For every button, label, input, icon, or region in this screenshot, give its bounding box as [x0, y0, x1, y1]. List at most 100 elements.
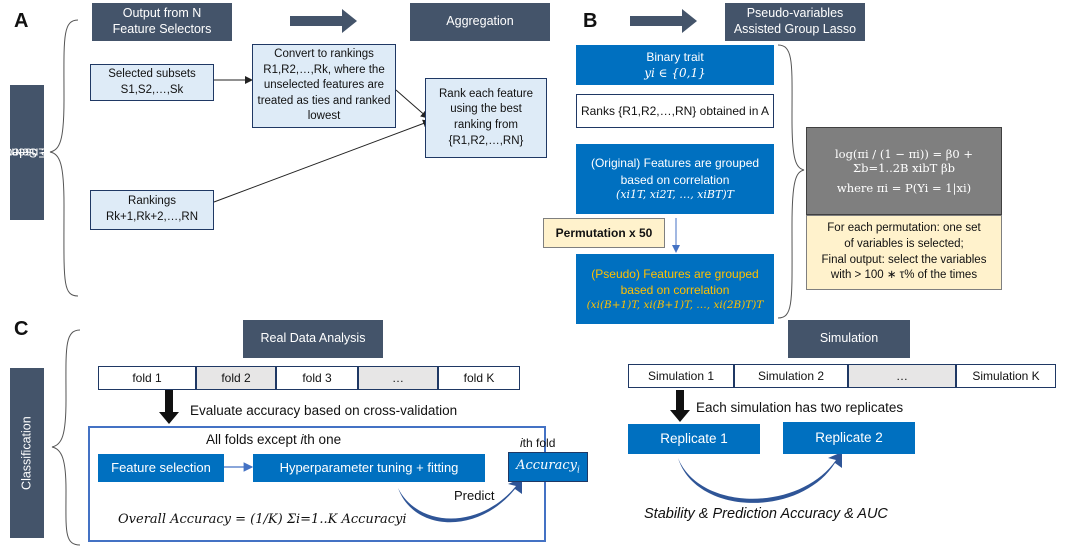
predict-text: Predict	[454, 488, 495, 503]
output-from-n-header: Output from N Feature Selectors	[92, 3, 232, 41]
output-header-line1: Output from N	[122, 6, 202, 21]
sim-label: Simulation K	[972, 369, 1040, 383]
real-data-header-text: Real Data Analysis	[260, 331, 366, 346]
binary-trait-box: Binary trait yi ∈ {0,1}	[576, 45, 774, 85]
fold-cell-2: fold 2	[196, 366, 276, 390]
original-features-box: (Original) Features are grouped based on…	[576, 144, 774, 214]
aggregation-header-text: Aggregation	[446, 14, 514, 29]
replicate-2-box: Replicate 2	[783, 422, 915, 454]
logistic-formula-box: log(πi / (1 − πi)) = β0 + Σb=1..2B xibT …	[806, 127, 1002, 215]
note-line2: of variables is selected;	[844, 237, 964, 250]
ensemble-feature-selection-label: EnsembleFeature Selection	[0, 85, 84, 220]
fold-cell-3: fold 3	[276, 366, 358, 390]
each-simulation-text: Each simulation has two replicates	[696, 400, 904, 415]
header-arrow-a	[290, 9, 357, 33]
pseudo-line1: (Pseudo) Features are grouped	[591, 266, 759, 281]
ranks-text: Ranks {R1,R2,…,RN} obtained in A	[580, 104, 770, 118]
accuracy-i-text: Accuracy	[516, 458, 578, 474]
replicate-curve-arrow	[678, 452, 842, 503]
convert-text: Convert to rankings R1,R2,…,Rk, where th…	[257, 48, 391, 123]
sim-label: Simulation 2	[757, 369, 825, 383]
sim-cell-1: Simulation 1	[628, 364, 734, 388]
simulation-header-text: Simulation	[819, 331, 879, 346]
fold-label: fold 2	[221, 371, 251, 385]
binary-trait-line1: Binary trait	[646, 49, 704, 64]
accuracy-i-box: Accuracyi	[508, 452, 588, 482]
pseudo-header-line1: Pseudo-variables	[746, 6, 844, 21]
stability-text: Stability & Prediction Accuracy & AUC	[644, 506, 888, 522]
pseudo-variables-header: Pseudo-variables Assisted Group Lasso	[725, 3, 865, 41]
all-folds-i: i	[300, 432, 304, 447]
feature-selection-text: Feature selection	[111, 460, 211, 476]
fold-label: fold 1	[132, 371, 162, 385]
down-arrow-sim	[670, 390, 690, 422]
fold-cell-ellipsis: …	[358, 366, 438, 390]
ith-fold-i: i	[520, 436, 523, 450]
fold-label: fold K	[463, 371, 495, 385]
brace-b	[777, 44, 805, 319]
permutation-note-box: For each permutation: one set of variabl…	[806, 215, 1002, 290]
note-line3: Final output: select the variables	[821, 253, 987, 266]
rankings-line1: Rankings	[128, 195, 176, 208]
note-line1: For each permutation: one set	[827, 222, 981, 235]
feature-selection-box: Feature selection	[98, 454, 224, 482]
overall-accuracy-formula: Overall Accuracy = (1/K) Σi=1..K Accurac…	[118, 512, 407, 527]
selected-subsets-line1: Selected subsets	[108, 67, 196, 80]
sim-cell-2: Simulation 2	[734, 364, 848, 388]
real-data-analysis-header: Real Data Analysis	[243, 320, 383, 358]
rank-each-feature-box: Rank each feature using the best ranking…	[425, 78, 547, 158]
fold-label: …	[392, 371, 404, 385]
output-header-line2: Feature Selectors	[112, 22, 212, 36]
panel-letter-b: B	[583, 10, 598, 32]
formula-line1: log(πi / (1 − πi)) = β0 + Σb=1..2B xibT …	[834, 147, 974, 175]
ranks-obtained-box: Ranks {R1,R2,…,RN} obtained in A	[576, 94, 774, 128]
pseudo-features-box: (Pseudo) Features are grouped based on c…	[576, 254, 774, 324]
pseudo-line2: based on correlation	[620, 282, 730, 297]
all-folds-text: All folds except ith one	[206, 432, 341, 447]
binary-trait-line2: yi ∈ {0,1}	[644, 66, 706, 80]
sim-cell-ellipsis: …	[848, 364, 956, 388]
ith-fold-suffix: th fold	[522, 436, 556, 450]
brace-a	[49, 19, 79, 297]
panel-letter-c: C	[14, 318, 29, 340]
ith-fold-text: ith fold	[520, 436, 555, 450]
classification-label: Classification	[10, 368, 44, 538]
replicate-2-text: Replicate 2	[815, 429, 883, 445]
pseudo-header-line2: Assisted Group Lasso	[733, 22, 857, 36]
hyperparameter-tuning-box: Hyperparameter tuning + fitting	[253, 454, 485, 482]
convert-to-rankings-box: Convert to rankings R1,R2,…,Rk, where th…	[252, 44, 396, 128]
selected-subsets-line2: S1,S2,…,Sk	[120, 83, 184, 96]
formula-line2: where πi = P(Yi = 1|xi)	[836, 181, 972, 195]
hyper-tuning-text: Hyperparameter tuning + fitting	[279, 460, 459, 476]
panel-letter-a: A	[14, 10, 29, 32]
replicate-1-text: Replicate 1	[660, 430, 728, 446]
rankings-box: Rankings Rk+1,Rk+2,…,RN	[90, 190, 214, 230]
fold-label: fold 3	[302, 371, 332, 385]
fold-cell-1: fold 1	[98, 366, 196, 390]
replicate-1-box: Replicate 1	[628, 424, 760, 454]
rank-each-text: Rank each feature using the best ranking…	[439, 87, 533, 147]
down-arrow-real	[159, 390, 179, 424]
aggregation-header: Aggregation	[410, 3, 550, 41]
permutation-box: Permutation x 50	[543, 218, 665, 248]
pseudo-math: (xi(B+1)T, xi(B+1)T, …, xi(2B)T)T	[586, 299, 764, 312]
evaluate-accuracy-text: Evaluate accuracy based on cross-validat…	[190, 403, 458, 418]
selected-subsets-box: Selected subsets S1,S2,…,Sk	[90, 64, 214, 101]
cross-validation-frame	[88, 426, 546, 542]
original-line1: (Original) Features are grouped	[590, 156, 760, 171]
rankings-line2: Rk+1,Rk+2,…,RN	[105, 211, 199, 223]
header-arrow-b	[630, 9, 697, 33]
sim-label: Simulation 1	[647, 369, 715, 383]
sim-label: …	[896, 369, 908, 383]
simulation-header: Simulation	[788, 320, 910, 358]
original-math: (xi1T, xi2T, …, xiBT)T	[616, 187, 734, 201]
brace-c	[51, 329, 81, 546]
original-line2: based on correlation	[620, 172, 730, 187]
all-folds-suffix: th one	[303, 432, 342, 447]
permutation-text: Permutation x 50	[555, 226, 653, 240]
fold-cell-k: fold K	[438, 366, 520, 390]
sim-cell-k: Simulation K	[956, 364, 1056, 388]
all-folds-prefix: All folds except	[206, 432, 301, 447]
note-line4: with > 100 ∗ τ% of the times	[830, 269, 978, 282]
